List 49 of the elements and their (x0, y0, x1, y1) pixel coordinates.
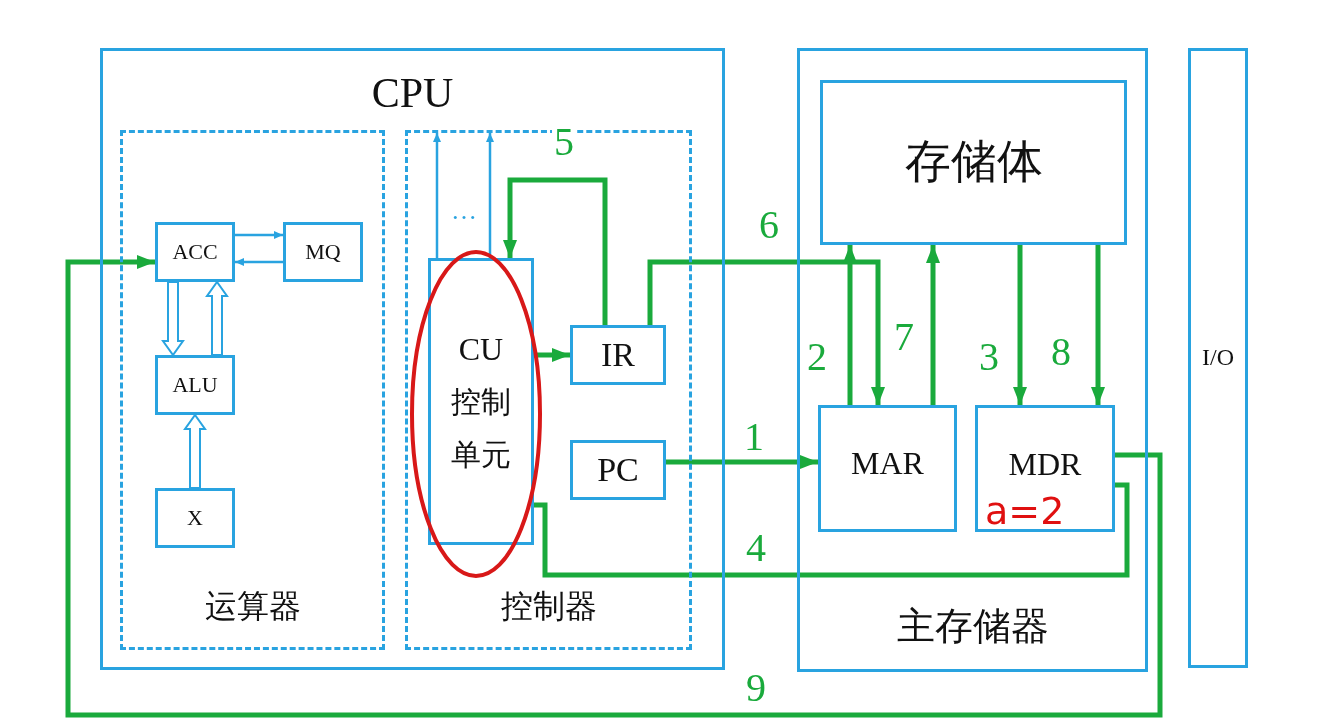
register-box (283, 222, 363, 282)
register-box (155, 222, 235, 282)
box-title: MDR (1008, 446, 1082, 483)
arrow (666, 455, 818, 469)
register-box (570, 440, 666, 500)
ellipsis-text: … (451, 198, 477, 224)
handwritten-note: a=2 (985, 492, 1065, 530)
register-box (570, 325, 666, 385)
io-box (1188, 48, 1248, 668)
box-title: 主存储器 (896, 605, 1049, 649)
arrow (843, 245, 857, 405)
box-label: I/O (1202, 344, 1234, 372)
box-label: PC (597, 450, 639, 490)
memory-array-box (820, 80, 1127, 245)
arrow (647, 259, 885, 405)
register-box (155, 355, 235, 415)
hollow-arrow (205, 280, 229, 356)
arrow (1091, 245, 1105, 405)
box-label: 单元 (451, 437, 511, 473)
box-label: 控制 (451, 385, 511, 420)
box-title: 控制器 (500, 588, 597, 625)
arrow (926, 245, 940, 405)
box-label: MQ (305, 239, 341, 265)
box-label: ACC (172, 239, 218, 265)
dashed-group-box (405, 130, 692, 650)
box-label: 存储体 (904, 136, 1043, 189)
dashed-group-box (120, 130, 385, 650)
arrow (235, 258, 283, 266)
arrow (503, 177, 608, 325)
box-label: X (187, 505, 203, 531)
box-label: MAR (851, 445, 924, 482)
box-label: ALU (172, 372, 218, 398)
box-label: CU (458, 330, 504, 368)
arrow (1013, 245, 1027, 405)
cpu-box (100, 48, 725, 670)
hollow-arrow (161, 281, 185, 357)
hollow-arrow (183, 413, 207, 489)
box-title: CPU (371, 69, 454, 118)
register-box (818, 405, 957, 532)
register-box (155, 488, 235, 548)
arrow (433, 133, 441, 258)
box-title: 运算器 (204, 588, 301, 625)
arrow (235, 231, 283, 239)
main-memory-box (797, 48, 1148, 672)
control-unit-box (428, 258, 534, 545)
box-label: IR (601, 335, 635, 375)
arrow (65, 255, 1163, 718)
connector-line (534, 482, 1130, 578)
register-box (975, 405, 1115, 532)
